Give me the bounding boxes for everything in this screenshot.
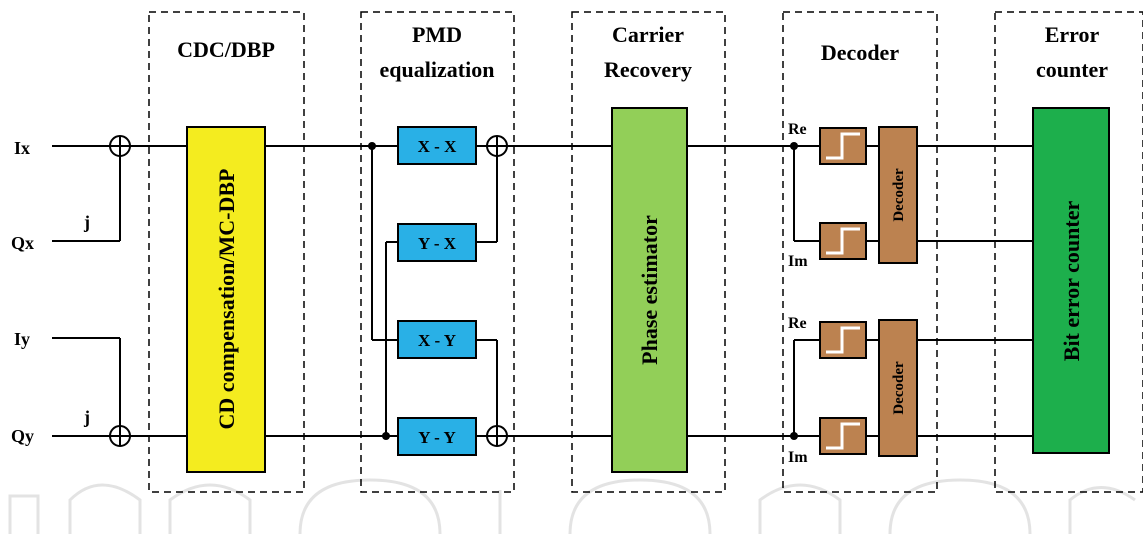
equalizer-yx-block [397, 223, 477, 262]
adder-ix [109, 135, 131, 157]
stage-title-error-1: Error [1045, 22, 1100, 47]
decoder-block-top-label: Decoder [891, 168, 907, 222]
phase-estimator-block [611, 107, 688, 473]
stage-box-error [994, 11, 1143, 493]
equalizer-xx-label: X - X [418, 137, 457, 156]
stage-title-carrier-1: Carrier [612, 22, 684, 47]
bit-error-counter-block [1032, 107, 1110, 454]
equalizer-yy-label: Y - Y [418, 428, 455, 447]
stage-box-cdc [148, 11, 305, 493]
stage-box-decoder [782, 11, 938, 493]
decoder-re-label-top: Re [788, 121, 807, 138]
cd-compensation-block [186, 126, 266, 473]
equalizer-yx-label: Y - X [418, 234, 457, 253]
imag-unit-y: j [83, 407, 90, 427]
decoder-block-top [878, 126, 918, 264]
stage-title-carrier-2: Recovery [604, 57, 692, 82]
equalizer-xx-block [397, 126, 477, 165]
stage-title-decoder: Decoder [821, 40, 899, 65]
input-label-qx: Qx [11, 233, 34, 253]
slicer-bottom-im [819, 417, 867, 455]
stage-title-error-2: counter [1036, 57, 1108, 82]
imag-unit-x: j [83, 212, 90, 232]
input-label-qy: Qy [11, 426, 34, 446]
slicer-top-re [819, 127, 867, 165]
equalizer-xy-label: X - Y [418, 331, 456, 350]
adder-pmd-x [486, 135, 508, 157]
decoder-block-bottom [878, 319, 918, 457]
equalizer-yy-block [397, 417, 477, 456]
stage-box-carrier [571, 11, 726, 493]
decoder-block-bottom-label: Decoder [891, 361, 907, 415]
slicer-top-im [819, 222, 867, 260]
adder-qy [109, 425, 131, 447]
equalizer-xy-block [397, 320, 477, 359]
junction-dot [368, 142, 376, 150]
stage-title-pmd-1: PMD [412, 22, 462, 47]
input-label-iy: Iy [14, 329, 30, 349]
slicer-bottom-re [819, 321, 867, 359]
watermark [8, 478, 1136, 534]
decoder-im-label-bottom: Im [788, 449, 808, 466]
junction-dot [790, 142, 798, 150]
decoder-im-label-top: Im [788, 253, 808, 270]
phase-estimator-label: Phase estimator [637, 215, 662, 365]
bit-error-counter-label: Bit error counter [1059, 201, 1084, 362]
stage-box-pmd [360, 11, 515, 493]
decoder-re-label-bottom: Re [788, 315, 807, 332]
signal-lines [52, 145, 1033, 437]
stage-title-pmd-2: equalization [380, 57, 495, 82]
junction-dot [382, 432, 390, 440]
adder-pmd-y [486, 425, 508, 447]
cd-compensation-label: CD compensation/MC-DBP [214, 169, 239, 430]
input-label-ix: Ix [14, 138, 30, 158]
stage-title-cdc: CDC/DBP [177, 37, 275, 62]
junction-dot [790, 432, 798, 440]
